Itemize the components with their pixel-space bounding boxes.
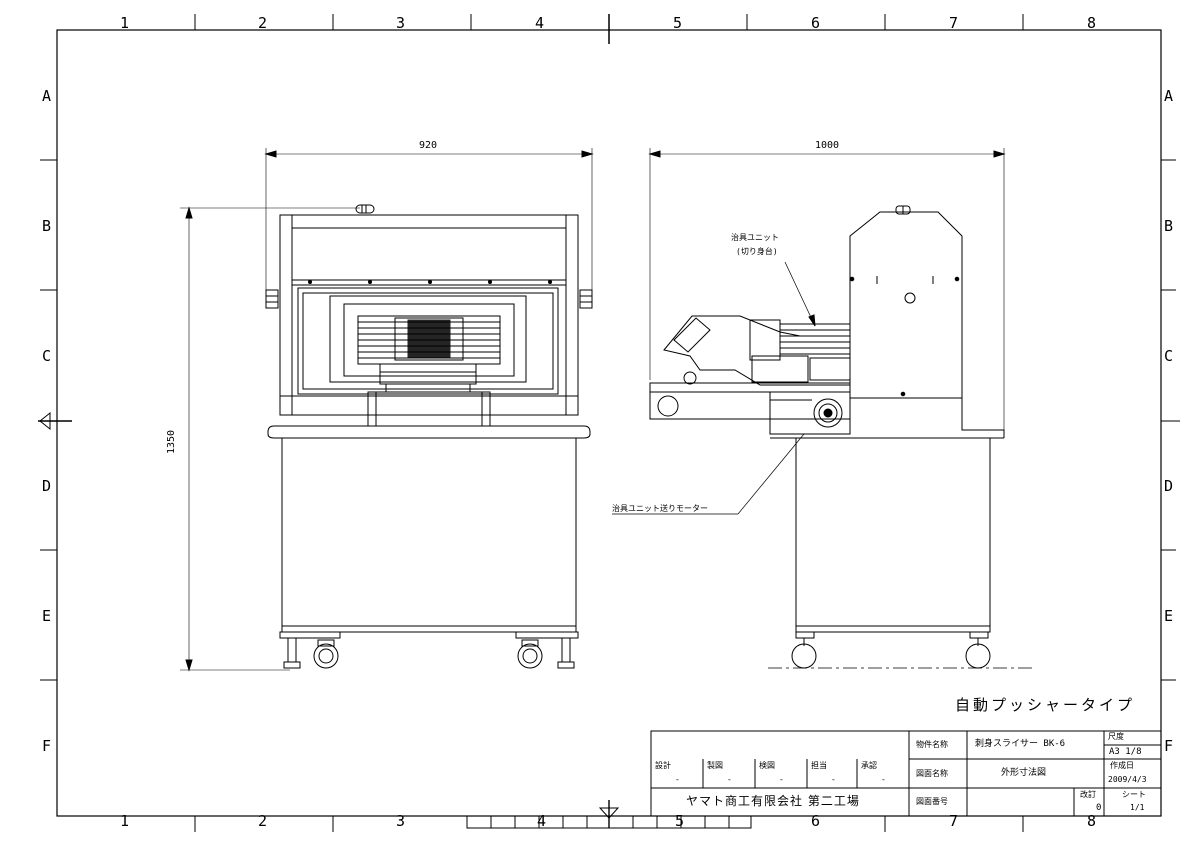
zone-row-f-left: F <box>42 737 52 755</box>
zone-row-a-left: A <box>42 87 52 105</box>
zone-col-4-top: 4 <box>535 14 545 32</box>
item-name-label: 物件名称 <box>916 740 948 749</box>
date-label: 作成日 <box>1110 761 1134 770</box>
sheet-label: シート <box>1122 790 1146 799</box>
sign-value-charge: - <box>831 775 836 784</box>
zone-row-a-right: A <box>1164 87 1174 105</box>
sign-header-drafting: 製図 <box>707 761 723 770</box>
dim-front-width: 920 <box>419 140 438 151</box>
company-name: ヤマト商工有限会社 第二工場 <box>686 794 860 808</box>
sheet-value: 1/1 <box>1130 803 1145 812</box>
zone-col-8-bottom: 8 <box>1087 812 1097 830</box>
zone-col-3-bottom: 3 <box>396 812 406 830</box>
zone-col-6-top: 6 <box>811 14 821 32</box>
zone-col-5-top: 5 <box>673 14 683 32</box>
drawing-caption: 自動プッシャータイプ <box>955 696 1136 714</box>
zone-row-d-right: D <box>1164 477 1174 495</box>
sign-value-drafting: - <box>727 775 732 784</box>
scale-value: A3 1/8 <box>1109 747 1142 757</box>
zone-row-e-left: E <box>42 607 52 625</box>
sign-header-design: 設計 <box>655 761 671 770</box>
revision-value: 0 <box>1096 803 1102 813</box>
label-fixture-unit-sub: (切り身台) <box>736 247 778 256</box>
item-name: 刺身スライサー BK-6 <box>975 739 1066 749</box>
zone-col-2-bottom: 2 <box>258 812 268 830</box>
zone-col-6-bottom: 6 <box>811 812 821 830</box>
zone-row-e-right: E <box>1164 607 1174 625</box>
sign-value-approval: - <box>881 775 886 784</box>
drawing-no-label: 図面番号 <box>916 797 948 806</box>
drawing-name: 外形寸法図 <box>1001 768 1047 778</box>
dim-side-width: 1000 <box>815 140 840 151</box>
label-fixture-unit: 治具ユニット <box>731 233 779 242</box>
date-value: 2009/4/3 <box>1108 775 1147 784</box>
title-block <box>650 730 1162 817</box>
label-feed-motor: 治具ユニット送りモーター <box>612 504 708 513</box>
zone-col-3-top: 3 <box>396 14 406 32</box>
zone-col-7-bottom: 7 <box>949 812 959 830</box>
drawing-name-label: 図面名称 <box>916 769 948 778</box>
sign-header-approval: 承認 <box>861 761 877 770</box>
sign-header-charge: 担当 <box>811 761 827 770</box>
zone-row-c-left: C <box>42 347 52 365</box>
zone-row-d-left: D <box>42 477 52 495</box>
zone-row-b-right: B <box>1164 217 1174 235</box>
sign-header-check: 検図 <box>759 761 775 770</box>
zone-col-1-bottom: 1 <box>120 812 130 830</box>
front-view <box>180 148 594 672</box>
zone-row-b-left: B <box>42 217 52 235</box>
zone-col-7-top: 7 <box>949 14 959 32</box>
scale-label: 尺度 <box>1108 732 1124 741</box>
sign-value-design: - <box>675 775 680 784</box>
zone-col-4-bottom: 4 <box>537 812 547 830</box>
zone-row-f-right: F <box>1164 737 1174 755</box>
zone-col-5-bottom: 5 <box>675 812 685 830</box>
zone-col-1-top: 1 <box>120 14 130 32</box>
zone-col-8-top: 8 <box>1087 14 1097 32</box>
side-view <box>612 148 1035 669</box>
sign-value-check: - <box>779 775 784 784</box>
revision-label: 改訂 <box>1080 790 1096 799</box>
zone-row-c-right: C <box>1164 347 1174 365</box>
zone-col-2-top: 2 <box>258 14 268 32</box>
dim-height: 1350 <box>166 429 178 455</box>
